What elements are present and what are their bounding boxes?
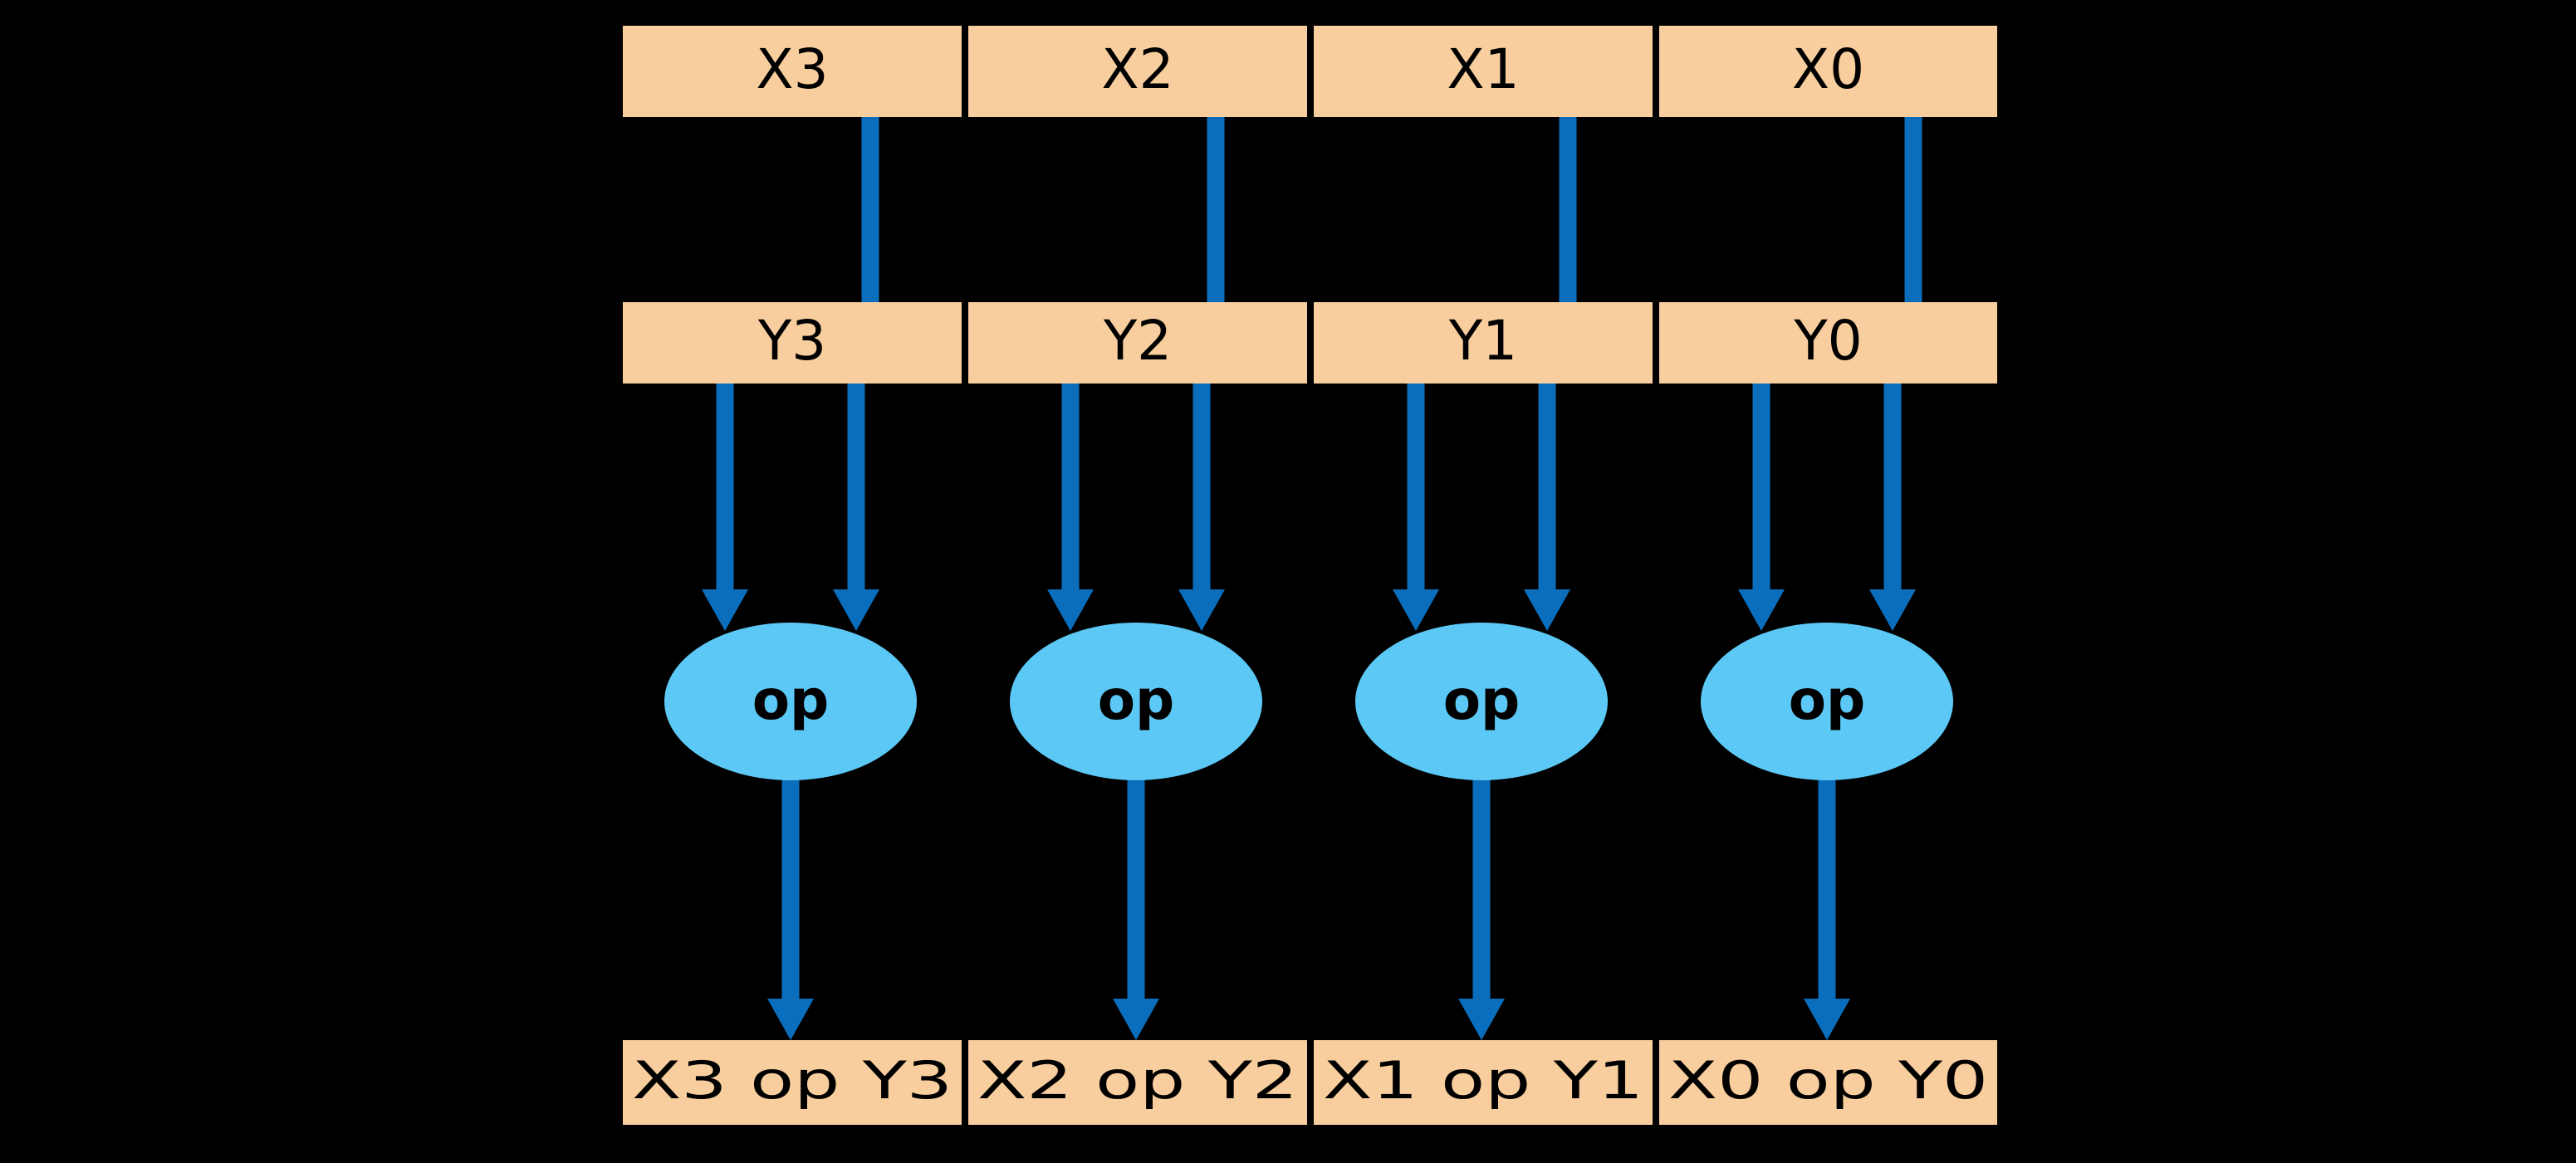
lane-box-y0-label: Y0 (1793, 309, 1862, 373)
edge-y1-to-op1-right-arrowhead (1524, 589, 1570, 631)
edge-y3-to-op3-left-arrowhead (702, 589, 748, 631)
op-node-op3-ellipse[interactable] (664, 623, 917, 780)
lane-box-x2[interactable]: X2 (968, 26, 1307, 117)
edge-op3-to-result3 (767, 779, 814, 1040)
lane-box-x1[interactable]: X1 (1314, 26, 1653, 117)
edge-y2-to-op2-left-arrowhead (1047, 589, 1094, 631)
lane-box-y1-rect[interactable] (1314, 302, 1653, 384)
op-node-op3[interactable]: op (664, 623, 917, 780)
lane-box-r3-rect[interactable] (623, 1040, 962, 1125)
lane-box-r0-label: X0 op Y0 (1668, 1050, 1988, 1111)
edge-y0-to-op0-right (1869, 384, 1916, 631)
edge-y0-to-op0-right-arrowhead (1869, 589, 1916, 631)
lane-box-y0[interactable]: Y0 (1659, 302, 1997, 384)
operand-x-vector: X3 X2 X1 X0 (623, 26, 1997, 117)
lane-box-r2-label: X2 op Y2 (977, 1050, 1298, 1111)
edge-y3-to-op3-right-arrowhead (833, 589, 879, 631)
lane-box-r3[interactable]: X3 op Y3 (623, 1040, 962, 1125)
lane-box-x3[interactable]: X3 (623, 26, 962, 117)
lane-box-y2[interactable]: Y2 (968, 302, 1307, 384)
op-node-op2-label: op (1098, 668, 1175, 732)
op-node-op0-ellipse[interactable] (1701, 623, 1953, 780)
edge-op3-to-result3-arrowhead (767, 999, 814, 1040)
edge-op1-to-result1 (1458, 779, 1505, 1040)
lane-box-y1-label: Y1 (1448, 309, 1517, 373)
lane-box-x0[interactable]: X0 (1659, 26, 1997, 117)
lane-box-r2-rect[interactable] (968, 1040, 1307, 1125)
lane-box-x3-rect[interactable] (623, 26, 962, 117)
lane-box-x1-label: X1 (1447, 37, 1519, 101)
edge-y3-to-op3-left (702, 384, 748, 631)
lane-box-r2[interactable]: X2 op Y2 (968, 1040, 1307, 1125)
edge-op0-to-result0-arrowhead (1804, 999, 1850, 1040)
edge-y2-to-op2-right (1178, 384, 1225, 631)
edge-y1-to-op1-left-arrowhead (1393, 589, 1439, 631)
op-node-op0[interactable]: op (1701, 623, 1953, 780)
operand-y-vector: Y3 Y2 Y1 Y0 (623, 302, 1997, 384)
op-node-op0-label: op (1789, 668, 1866, 732)
lane-box-r0[interactable]: X0 op Y0 (1659, 1040, 1997, 1125)
edge-y3-to-op3-right (833, 384, 879, 631)
edge-op0-to-result0 (1804, 779, 1850, 1040)
edge-y1-to-op1-right (1524, 384, 1570, 631)
edge-y1-to-op1-left (1393, 384, 1439, 631)
op-node-op3-label: op (752, 668, 830, 732)
lane-box-x3-label: X3 (756, 37, 828, 101)
lane-box-y3-label: Y3 (757, 309, 826, 373)
lane-box-y0-rect[interactable] (1659, 302, 1997, 384)
edges-layer (702, 117, 1922, 1040)
lane-box-y1[interactable]: Y1 (1314, 302, 1653, 384)
lane-box-y2-label: Y2 (1103, 309, 1172, 373)
edge-op2-to-result2 (1113, 779, 1159, 1040)
lane-box-r0-rect[interactable] (1659, 1040, 1997, 1125)
op-node-op2[interactable]: op (1010, 623, 1262, 780)
lane-box-x0-label: X0 (1792, 37, 1864, 101)
lane-box-x2-label: X2 (1101, 37, 1173, 101)
edge-y0-to-op0-left (1738, 384, 1785, 631)
lane-box-r1-label: X1 op Y1 (1323, 1050, 1643, 1111)
edge-op2-to-result2-arrowhead (1113, 999, 1159, 1040)
lane-box-y3-rect[interactable] (623, 302, 962, 384)
edge-y0-to-op0-left-arrowhead (1738, 589, 1785, 631)
op-node-op1-label: op (1443, 668, 1521, 732)
result-vector: X3 op Y3 X2 op Y2 X1 op Y1 X0 op Y0 (623, 1040, 1997, 1125)
op-node-op1-ellipse[interactable] (1355, 623, 1608, 780)
lane-box-x2-rect[interactable] (968, 26, 1307, 117)
lane-box-y2-rect[interactable] (968, 302, 1307, 384)
edge-y2-to-op2-right-arrowhead (1178, 589, 1225, 631)
lane-box-y3[interactable]: Y3 (623, 302, 962, 384)
edge-op1-to-result1-arrowhead (1458, 999, 1505, 1040)
lane-box-x1-rect[interactable] (1314, 26, 1653, 117)
lane-box-r3-label: X3 op Y3 (632, 1050, 953, 1111)
op-node-op2-ellipse[interactable] (1010, 623, 1262, 780)
lane-box-r1[interactable]: X1 op Y1 (1314, 1040, 1653, 1125)
edge-y2-to-op2-left (1047, 384, 1094, 631)
lane-box-r1-rect[interactable] (1314, 1040, 1653, 1125)
lane-box-x0-rect[interactable] (1659, 26, 1997, 117)
op-nodes-layer: op op op op (664, 623, 1953, 780)
op-node-op1[interactable]: op (1355, 623, 1608, 780)
